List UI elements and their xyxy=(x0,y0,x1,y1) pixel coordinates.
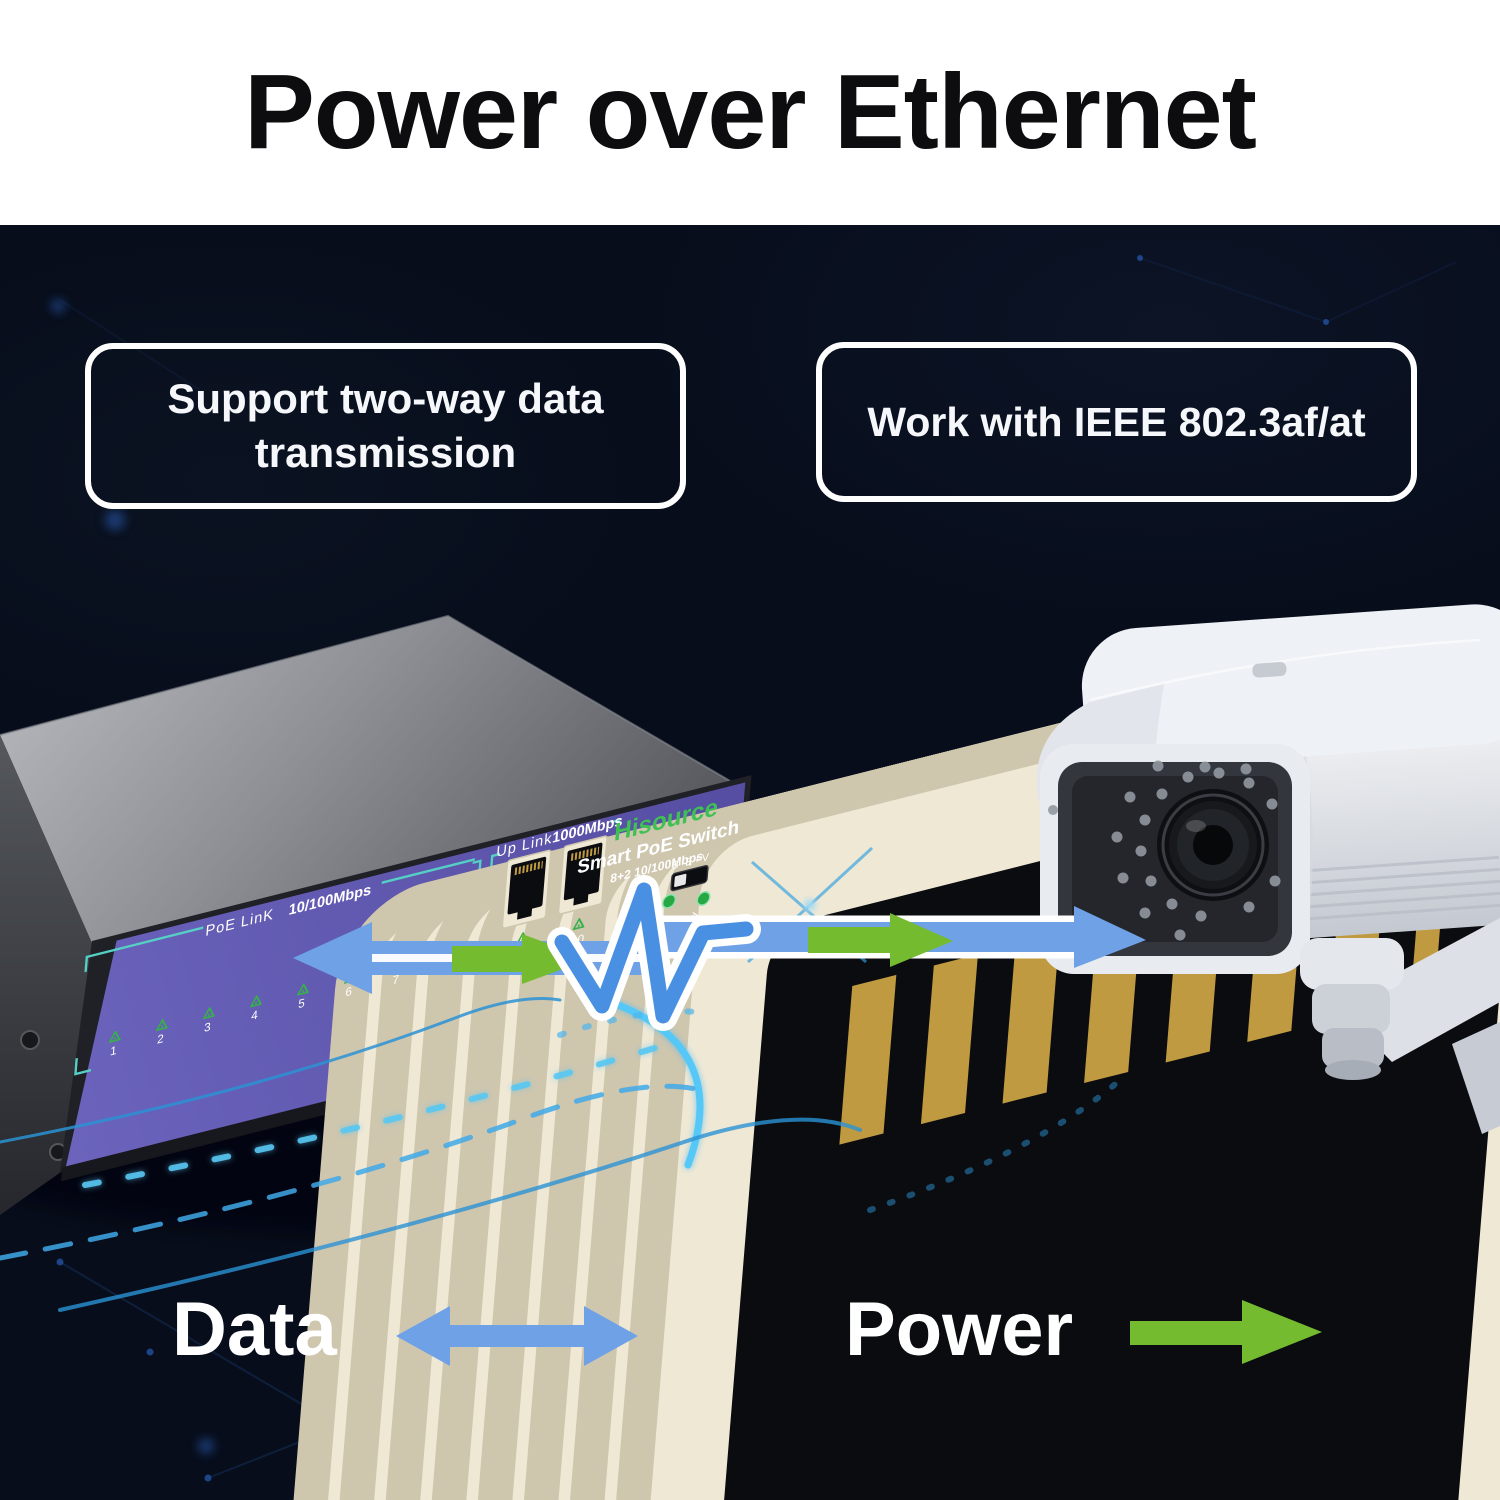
page-title: Power over Ethernet xyxy=(244,53,1257,171)
svg-text:6: 6 xyxy=(345,984,353,1000)
svg-text:1: 1 xyxy=(110,1043,118,1059)
power-arrow-switch-body xyxy=(452,946,522,972)
flow-arrows xyxy=(293,875,1146,1031)
legend-data-arrow-icon xyxy=(396,1306,638,1366)
data-arrow-right-head xyxy=(1074,906,1146,968)
power-led xyxy=(662,893,677,909)
camera-hood-knob xyxy=(1252,662,1287,678)
svg-text:3: 3 xyxy=(204,1019,212,1035)
header: Power over Ethernet xyxy=(0,0,1500,225)
legend-power-label: Power xyxy=(845,1287,1074,1372)
legend-power-arrow-icon xyxy=(1130,1300,1322,1364)
switch-top-face xyxy=(0,616,742,950)
legend-data-label: Data xyxy=(172,1287,337,1372)
camera-arm-strut xyxy=(1452,1022,1500,1134)
feature-label: Work with IEEE 802.3af/at xyxy=(867,398,1366,445)
signal-rings xyxy=(0,993,1123,1312)
uplink-port-9 xyxy=(502,850,551,929)
camera xyxy=(1036,604,1500,1134)
svg-text:5: 5 xyxy=(298,996,306,1012)
feature-label: Support two-way data transmission xyxy=(167,375,604,476)
power-arrow-camera-body xyxy=(808,927,890,953)
camera-lens xyxy=(1157,789,1269,901)
feature-box-ieee: Work with IEEE 802.3af/at xyxy=(816,342,1417,502)
svg-text:4: 4 xyxy=(251,1007,259,1023)
camera-body-ribs xyxy=(1294,855,1500,922)
extend-led xyxy=(696,891,711,906)
svg-text:7: 7 xyxy=(392,972,400,988)
ir-leds xyxy=(1111,760,1281,941)
svg-text:2: 2 xyxy=(157,1031,165,1047)
feature-box-data-transmission: Support two-way data transmission xyxy=(85,343,686,509)
camera-joint xyxy=(1300,938,1404,1080)
power-arrow-camera-head xyxy=(890,913,953,967)
